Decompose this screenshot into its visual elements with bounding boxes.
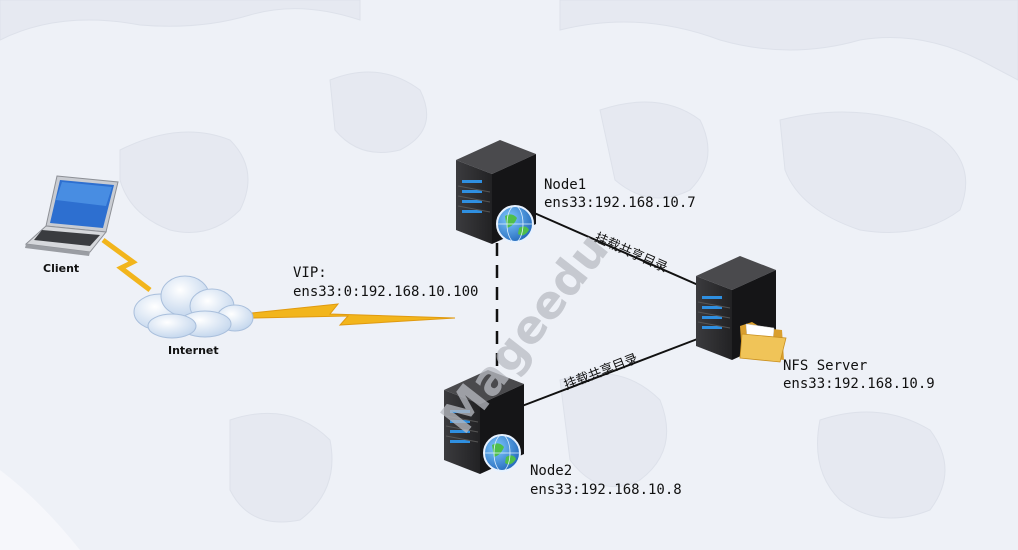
client-internet-lightning — [101, 237, 152, 292]
vip-address: ens33:0:192.168.10.100 — [293, 284, 479, 300]
folder-icon — [739, 322, 787, 363]
internet-vip-lightning — [251, 303, 456, 326]
internet-label: Internet — [168, 344, 219, 357]
nfs-server-ip: ens33:192.168.10.9 — [783, 376, 935, 392]
node2-nfs-link — [521, 337, 701, 407]
client-label: Client — [43, 262, 80, 275]
node2-globe-icon — [483, 434, 521, 472]
node1-ip: ens33:192.168.10.7 — [544, 195, 696, 211]
node1-globe-icon — [496, 205, 534, 243]
node2-name: Node2 — [530, 463, 573, 479]
node2-ip: ens33:192.168.10.8 — [530, 482, 682, 498]
nfs-server-name: NFS Server — [783, 358, 868, 374]
vip-label: VIP: — [293, 265, 327, 281]
node1-nfs-link — [531, 211, 706, 289]
node1-name: Node1 — [544, 177, 587, 193]
